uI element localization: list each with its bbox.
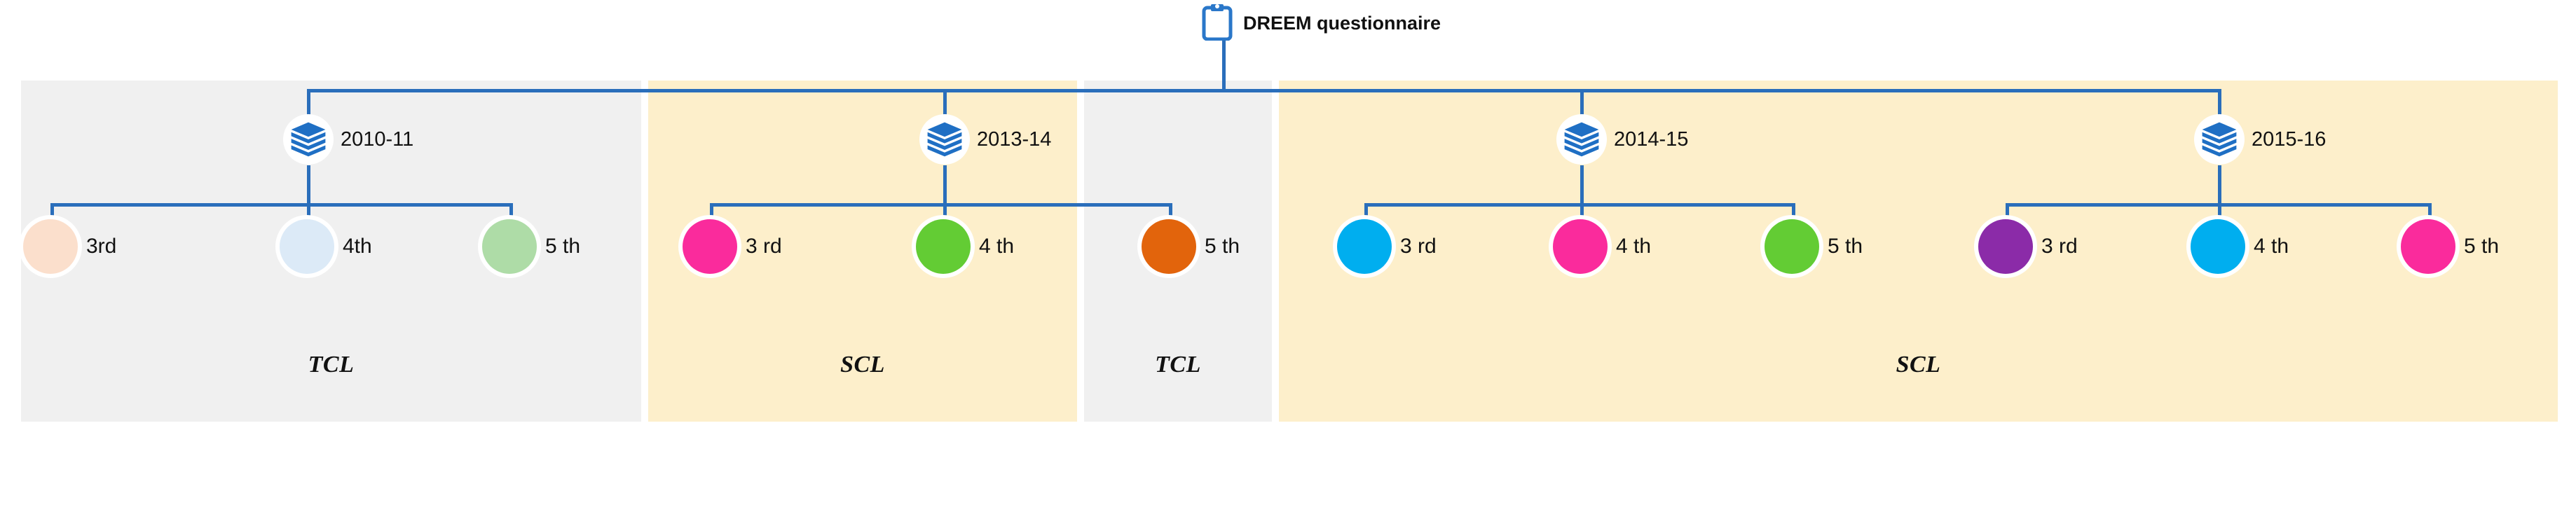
grade-node-2014-15-5th[interactable]: 5 th — [1765, 219, 1863, 274]
year-drop-line-2 — [943, 89, 947, 116]
year-node-2014-15[interactable]: 2014-15 — [1556, 114, 1688, 165]
grade-label: 4 th — [1616, 235, 1652, 258]
grade-node-2015-16-5th[interactable]: 5 th — [2401, 219, 2499, 274]
grade-dot — [23, 219, 78, 274]
grade-node-2014-15-3rd[interactable]: 3 rd — [1337, 219, 1437, 274]
grade-dot — [683, 219, 737, 274]
grade-dot — [1765, 219, 1819, 274]
year-1-child-drop-1 — [50, 203, 54, 221]
year-label: 2015-16 — [2252, 127, 2327, 151]
book-stack-icon — [1556, 114, 1607, 165]
year-node-2015-16[interactable]: 2015-16 — [2194, 114, 2326, 165]
grade-node-2013-14-3rd[interactable]: 3 rd — [683, 219, 782, 274]
book-stack-icon — [2194, 114, 2245, 165]
grade-node-2010-11-4th[interactable]: 4th — [280, 219, 372, 274]
clipboard-icon — [1201, 3, 1233, 44]
band-label: SCL — [1896, 352, 1941, 378]
band-scl-2: SCL — [1279, 81, 2558, 422]
grade-label: 3 rd — [746, 235, 782, 258]
grade-dot — [482, 219, 537, 274]
band-label: TCL — [1155, 352, 1201, 378]
year-2-child-drop-3 — [1169, 203, 1172, 221]
year-1-child-drop-2 — [307, 203, 310, 221]
grade-label: 5 th — [1205, 235, 1240, 258]
root-bus-line — [307, 89, 2221, 92]
grade-label: 3 rd — [1400, 235, 1437, 258]
grade-label: 3 rd — [2041, 235, 2078, 258]
year-1-child-bus — [50, 203, 513, 207]
grade-node-2014-15-4th[interactable]: 4 th — [1553, 219, 1651, 274]
grade-dot — [1978, 219, 2033, 274]
year-4-child-drop-1 — [2006, 203, 2009, 221]
root-title: DREEM questionnaire — [1243, 13, 1441, 34]
year-2-stem-line — [943, 165, 947, 205]
year-label: 2014-15 — [1614, 127, 1689, 151]
year-4-stem-line — [2218, 165, 2221, 205]
book-stack-icon — [283, 114, 334, 165]
grade-node-2015-16-3rd[interactable]: 3 rd — [1978, 219, 2078, 274]
year-4-child-drop-2 — [2218, 203, 2221, 221]
grade-node-2013-14-5th[interactable]: 5 th — [1142, 219, 1240, 274]
year-drop-line-3 — [1580, 89, 1584, 116]
year-1-child-drop-3 — [509, 203, 513, 221]
grade-label: 4 th — [979, 235, 1015, 258]
grade-label: 4th — [343, 235, 372, 258]
year-node-2010-11[interactable]: 2010-11 — [283, 114, 413, 165]
grade-node-2010-11-5th[interactable]: 5 th — [482, 219, 580, 274]
year-3-child-bus — [1364, 203, 1795, 207]
year-4-child-drop-3 — [2428, 203, 2432, 221]
grade-dot — [1553, 219, 1608, 274]
year-2-child-drop-2 — [943, 203, 947, 221]
year-drop-line-4 — [2218, 89, 2221, 116]
grade-label: 5 th — [2464, 235, 2500, 258]
year-3-stem-line — [1580, 165, 1584, 205]
grade-dot — [2191, 219, 2245, 274]
grade-dot — [1142, 219, 1196, 274]
year-node-2013-14[interactable]: 2013-14 — [919, 114, 1051, 165]
year-2-child-drop-1 — [710, 203, 713, 221]
band-label: SCL — [840, 352, 885, 378]
grade-label: 4 th — [2254, 235, 2289, 258]
grade-node-2013-14-4th[interactable]: 4 th — [916, 219, 1014, 274]
grade-dot — [280, 219, 334, 274]
grade-label: 5 th — [545, 235, 581, 258]
grade-label: 5 th — [1828, 235, 1863, 258]
year-3-child-drop-3 — [1792, 203, 1795, 221]
year-drop-line-1 — [307, 89, 310, 116]
grade-node-2015-16-4th[interactable]: 4 th — [2191, 219, 2289, 274]
grade-label: 3rd — [86, 235, 117, 258]
grade-dot — [916, 219, 971, 274]
year-3-child-drop-2 — [1580, 203, 1584, 221]
band-label: TCL — [308, 352, 355, 378]
book-stack-icon — [919, 114, 970, 165]
year-label: 2013-14 — [977, 127, 1052, 151]
grade-dot — [1337, 219, 1392, 274]
year-3-child-drop-1 — [1364, 203, 1368, 221]
year-2-child-bus — [710, 203, 1172, 207]
root-node[interactable]: DREEM questionnaire — [1201, 3, 1441, 44]
year-label: 2010-11 — [341, 127, 414, 151]
year-1-stem-line — [307, 165, 310, 205]
grade-dot — [2401, 219, 2455, 274]
grade-node-2010-11-3rd[interactable]: 3rd — [23, 219, 116, 274]
root-stem-line — [1222, 34, 1226, 91]
